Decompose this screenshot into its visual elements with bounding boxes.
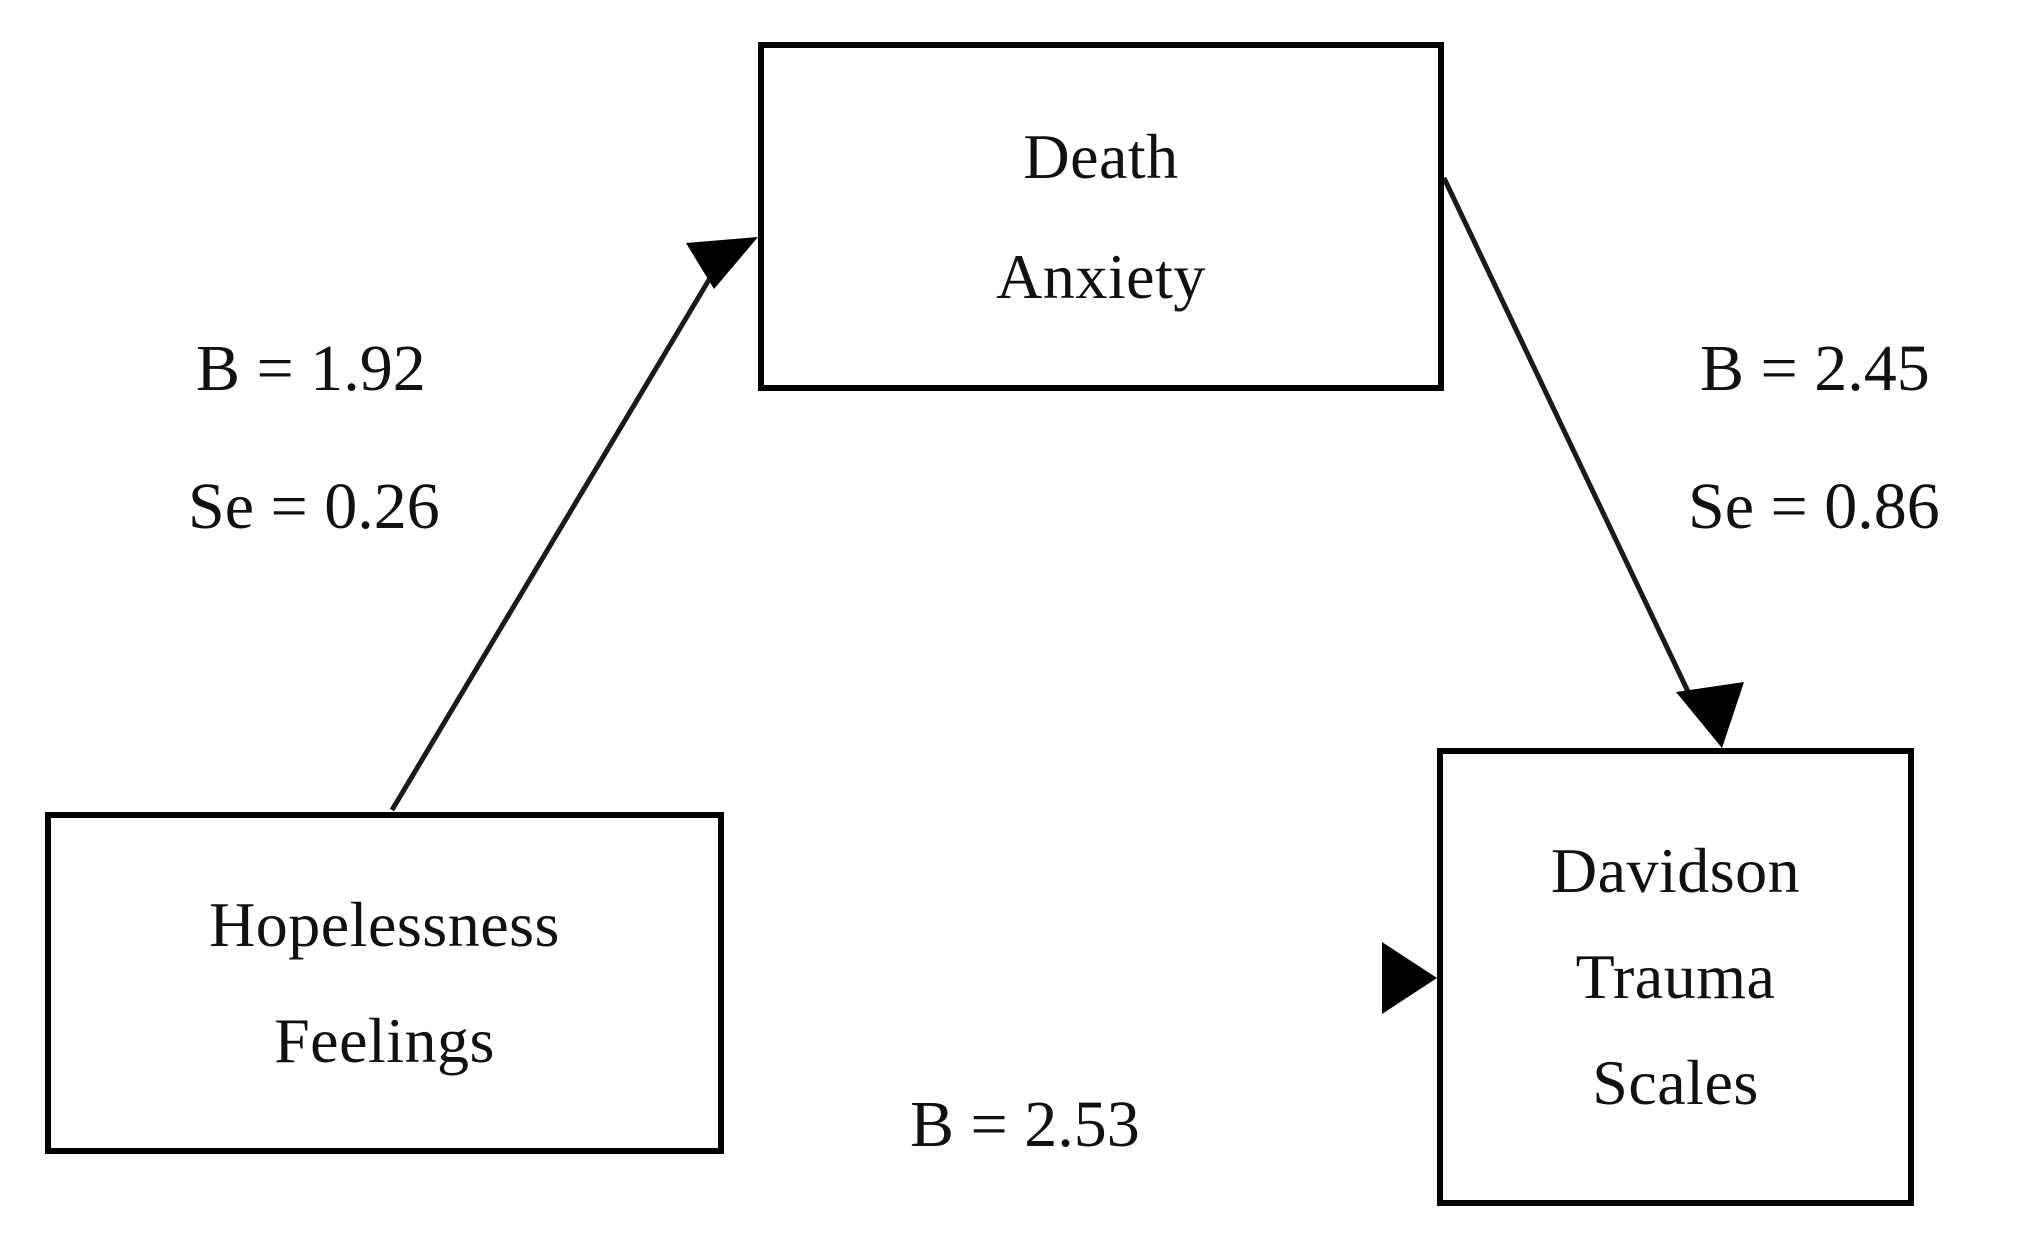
- node-davidson-line-1: Davidson: [1550, 835, 1801, 906]
- edge-b-path-coefficient-label: B = 2.45: [1700, 332, 1930, 405]
- node-davidson-line-2: Trauma: [1575, 941, 1776, 1012]
- node-death-anxiety-line-1: Death: [1023, 120, 1179, 192]
- node-death-anxiety[interactable]: Death Anxiety: [758, 42, 1444, 391]
- edge-c-path: [724, 942, 1437, 1014]
- edge-b-path-standard-error-label: Se = 0.86: [1688, 470, 1940, 543]
- node-davidson-line-3: Scales: [1592, 1047, 1759, 1118]
- edge-a-path-standard-error-label: Se = 0.26: [188, 470, 440, 543]
- edge-c-path-arrowhead-icon: [1382, 942, 1437, 1014]
- edge-b-path-line: [1441, 176, 1695, 702]
- edge-a-path-line: [389, 256, 725, 812]
- edge-a-path: [389, 237, 758, 812]
- node-hopelessness-feelings[interactable]: Hopelessness Feelings: [45, 812, 724, 1154]
- node-davidson-trauma-scales[interactable]: Davidson Trauma Scales: [1437, 748, 1914, 1206]
- edge-b-path-arrowhead-icon: [1676, 682, 1744, 748]
- node-hopelessness-line-2: Feelings: [274, 1005, 495, 1076]
- edge-a-path-arrowhead-icon: [686, 237, 758, 289]
- node-death-anxiety-line-2: Anxiety: [996, 240, 1206, 312]
- edge-c-path-coefficient-label: B = 2.53: [910, 1088, 1140, 1161]
- edge-b-path: [1441, 176, 1744, 748]
- edge-a-path-coefficient-label: B = 1.92: [196, 332, 426, 405]
- node-hopelessness-line-1: Hopelessness: [209, 889, 560, 960]
